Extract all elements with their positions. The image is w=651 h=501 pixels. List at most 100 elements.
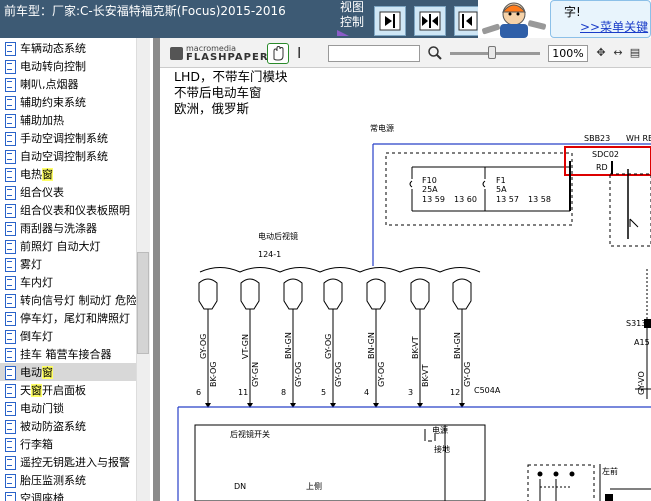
dn-label: DN <box>234 482 246 491</box>
sidebar-item-label: 车内灯 <box>20 276 53 289</box>
view-left-pane-button[interactable] <box>374 6 406 36</box>
sidebar-item-label: 组合仪表和仪表板照明 <box>20 204 130 217</box>
view-both-panes-button[interactable] <box>414 6 446 36</box>
sidebar-item-label: 停车灯，尾灯和牌照灯 <box>20 312 130 325</box>
document-icon <box>3 257 16 272</box>
fit-page-icon[interactable]: ✥ <box>596 46 606 59</box>
mirror-label: 电动后视镜 <box>258 231 298 241</box>
mechanic-mascot-icon <box>482 2 547 38</box>
zoom-slider-knob[interactable] <box>488 46 496 59</box>
sidebar-item[interactable]: 雨刮器与洗涤器 <box>0 219 136 237</box>
document-icon <box>3 347 16 362</box>
pin-color-label: GY-OG <box>294 362 303 387</box>
document-icon <box>3 293 16 308</box>
label-highlight: 窗 <box>42 366 53 379</box>
window-title: 前车型：厂家:C-长安福特福克斯(Focus)2015-2016 <box>4 4 286 18</box>
sidebar-item[interactable]: 电动门锁 <box>0 399 136 417</box>
zoom-level-input[interactable]: 100% <box>548 45 588 62</box>
sidebar-item[interactable]: 组合仪表 <box>0 183 136 201</box>
bar-arrow-icon <box>458 11 478 31</box>
sidebar-item[interactable]: 车辆动态系统 <box>0 39 136 57</box>
document-icon <box>3 203 16 218</box>
label-part: 电动 <box>20 366 42 379</box>
sidebar-item[interactable]: 被动防盗系统 <box>0 417 136 435</box>
pin-wire-label: BK-VT <box>411 336 420 359</box>
sidebar-item[interactable]: 辅助约束系统 <box>0 93 136 111</box>
sidebar-item[interactable]: 转向信号灯 制动灯 危险 <box>0 291 137 309</box>
sidebar-item-label: 喇叭,点烟器 <box>20 78 79 91</box>
menu-keyword-link[interactable]: >>菜单关键 <box>580 20 649 34</box>
sidebar-item[interactable]: 自动空调控制系统 <box>0 147 136 165</box>
pin-number: 11 <box>238 388 248 397</box>
sidebar-item[interactable]: 停车灯，尾灯和牌照灯 <box>0 309 136 327</box>
sidebar-item[interactable]: 胎压监测系统 <box>0 471 136 489</box>
pin-color-label: GY-OG <box>377 362 386 387</box>
note-line: LHD，不带车门模块 <box>174 69 288 84</box>
rd-label: RD <box>596 163 608 172</box>
pin-wire-label: GY-OG <box>199 334 208 359</box>
sidebar-item-label: 雨刮器与洗涤器 <box>20 222 97 235</box>
pan-hand-tool-button[interactable] <box>267 43 289 64</box>
document-icon <box>3 473 16 488</box>
logo-product-text: FLASHPAPER <box>186 52 269 63</box>
view-control-label: 视图控制 <box>339 0 364 29</box>
document-icon <box>3 419 16 434</box>
sidebar-item[interactable]: 组合仪表和仪表板照明 <box>0 201 136 219</box>
sidebar-item[interactable]: 辅助加热 <box>0 111 136 129</box>
pin-number: 12 <box>450 388 460 397</box>
sidebar-item[interactable]: 遥控无钥匙进入与报警 <box>0 453 136 471</box>
sidebar-item-label: 胎压监测系统 <box>20 474 86 487</box>
fuse-pin: 13 58 <box>528 195 551 204</box>
sidebar-item-label: 自动空调控制系统 <box>20 150 108 163</box>
sidebar-item[interactable]: 手动空调控制系统 <box>0 129 136 147</box>
sidebar-item[interactable]: 电动窗 <box>0 363 136 381</box>
sidebar-item[interactable]: 空调座椅 <box>0 489 136 501</box>
label-part: 开启面板 <box>42 384 86 397</box>
document-icon <box>3 329 16 344</box>
document-viewer: macromedia FLASHPAPER I 100% ✥ ↔ ▤ <box>160 38 651 501</box>
sidebar-item-label: 被动防盗系统 <box>20 420 86 433</box>
find-input[interactable] <box>328 45 420 62</box>
sidebar-item[interactable]: 雾灯 <box>0 255 136 273</box>
sidebar-item[interactable]: 电热窗 <box>0 165 136 183</box>
sidebar-item-label: 电动转向控制 <box>20 60 86 73</box>
print-icon[interactable]: ▤ <box>629 46 641 59</box>
pin-wire-label: GY-OG <box>324 334 333 359</box>
pin-number: 6 <box>196 388 201 397</box>
fuse-f1: F1 5A 13 57 13 58 <box>482 167 551 211</box>
sidebar-item[interactable]: 挂车 箱营车接合器 <box>0 345 136 363</box>
sidebar-item[interactable]: 倒车灯 <box>0 327 136 345</box>
fuse-amp: 25A <box>422 185 438 194</box>
search-icon[interactable] <box>427 45 443 61</box>
sidebar-item[interactable]: 天窗开启面板 <box>0 381 136 399</box>
sidebar-item-label: 辅助加热 <box>20 114 64 127</box>
fuse-pin: 13 57 <box>496 195 519 204</box>
sidebar-scrollbar-thumb[interactable] <box>137 252 149 354</box>
document-icon <box>3 221 16 236</box>
fit-width-icon[interactable]: ↔ <box>613 46 623 59</box>
label-part: 电热 <box>20 168 42 181</box>
sidebar-item[interactable]: 行李箱 <box>0 435 136 453</box>
pin-wire-label: VT-GN <box>241 334 250 359</box>
sidebar-item[interactable]: 喇叭,点烟器 <box>0 75 136 93</box>
viewer-toolbar: macromedia FLASHPAPER I 100% ✥ ↔ ▤ <box>160 38 651 68</box>
document-icon <box>3 41 16 56</box>
pin-wire-label: BN-GN <box>367 332 376 359</box>
sidebar-item-label: 前照灯 自动大灯 <box>20 240 101 253</box>
sidebar-tree: 车辆动态系统电动转向控制喇叭,点烟器辅助约束系统辅助加热手动空调控制系统自动空调… <box>0 38 153 501</box>
sidebar-item-label: 遥控无钥匙进入与报警 <box>20 456 130 469</box>
pane-splitter[interactable] <box>153 38 160 501</box>
label-highlight: 窗 <box>31 384 42 397</box>
sidebar-item-label: 组合仪表 <box>20 186 64 199</box>
text-select-tool-button[interactable]: I <box>297 44 302 62</box>
sidebar-item[interactable]: 车内灯 <box>0 273 136 291</box>
sidebar-item[interactable]: 前照灯 自动大灯 <box>0 237 136 255</box>
sidebar-item-label: 空调座椅 <box>20 492 64 501</box>
fuse-pin: 13 60 <box>454 195 477 204</box>
document-icon <box>3 113 16 128</box>
view-right-pane-button[interactable] <box>454 6 482 36</box>
pin-color-label: GY-GN <box>251 362 260 387</box>
sidebar-item[interactable]: 电动转向控制 <box>0 57 136 75</box>
